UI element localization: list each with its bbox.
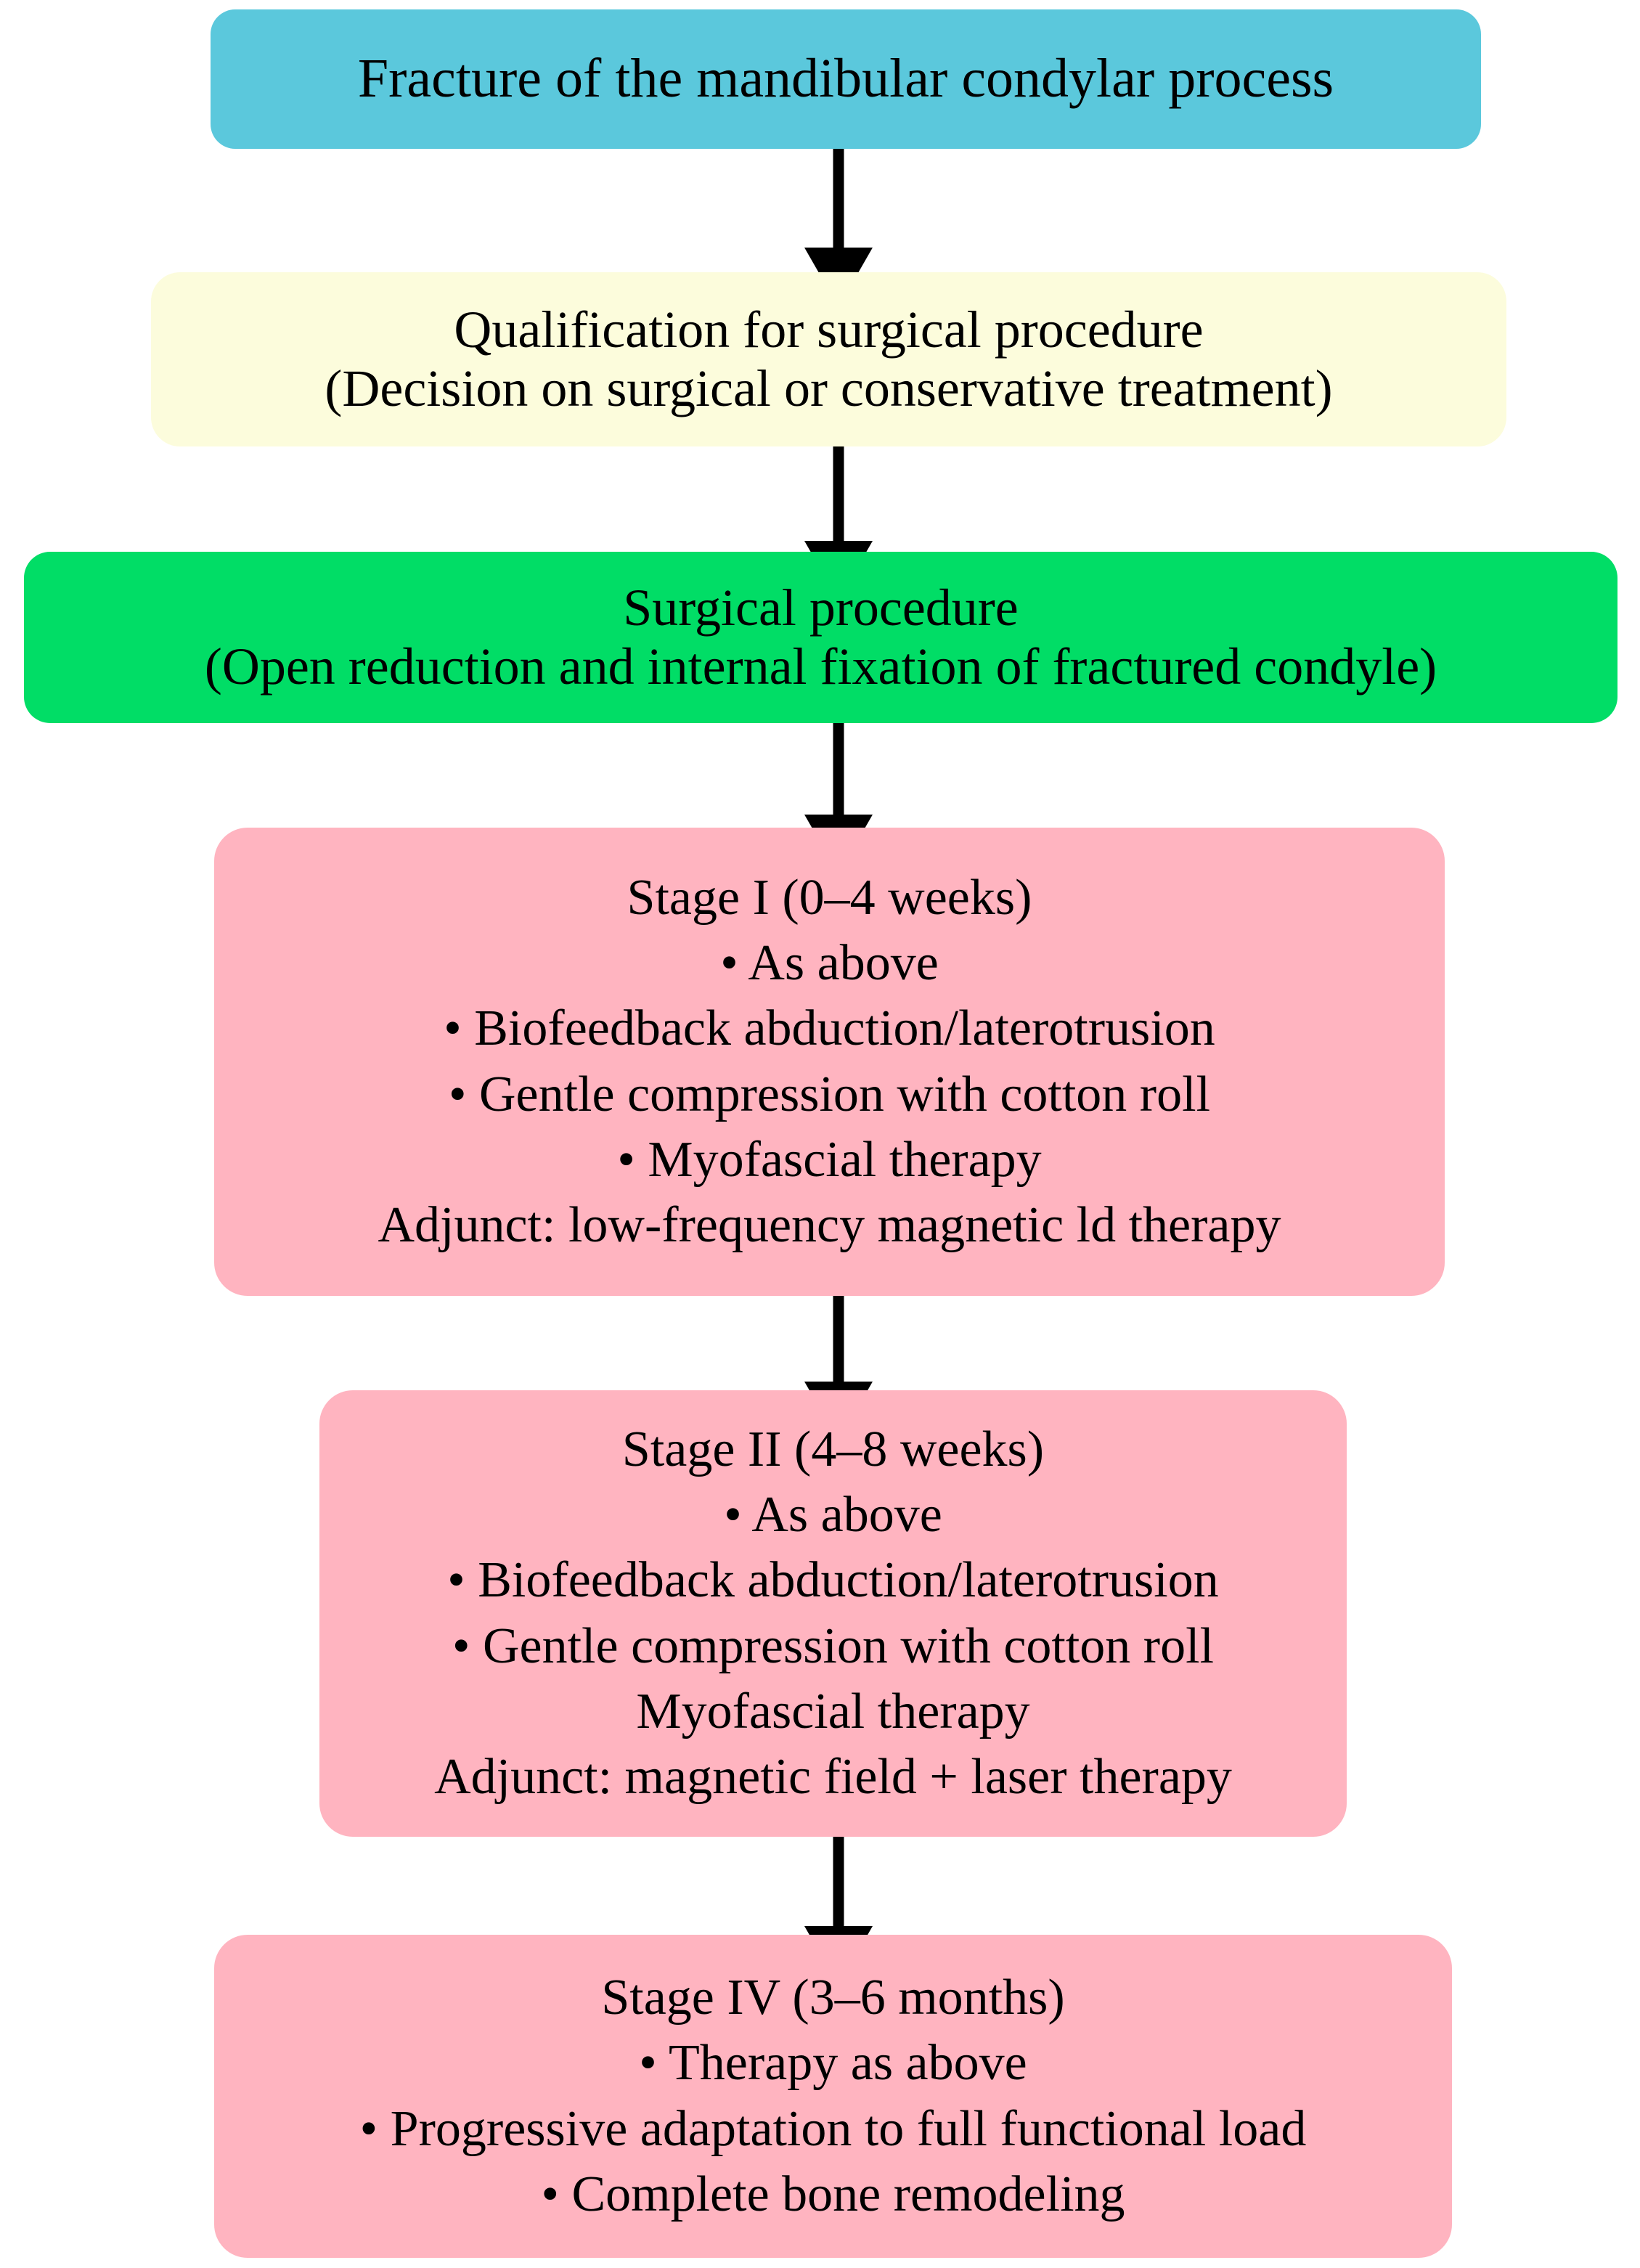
node-stage-1-line-3: • Biofeedback abduction/laterotrusion (444, 1000, 1215, 1057)
node-surgical-procedure: Surgical procedure (Open reduction and i… (24, 552, 1617, 723)
node-stage-4-line-2: • Therapy as above (639, 2035, 1027, 2092)
arrow-shaft (833, 723, 844, 825)
node-stage-4: Stage IV (3–6 months) • Therapy as above… (214, 1935, 1452, 2258)
node-stage-2-line-2: • As above (724, 1486, 942, 1543)
node-stage-2-line-6: Adjunct: magnetic field + laser therapy (434, 1749, 1232, 1806)
node-stage-2: Stage II (4–8 weeks) • As above • Biofee… (319, 1390, 1347, 1837)
node-diagnosis: Fracture of the mandibular condylar proc… (211, 9, 1481, 149)
arrow-shaft (833, 1837, 844, 1936)
node-stage-1-line-6: Adjunct: low-frequency magnetic ld thera… (378, 1197, 1281, 1254)
node-diagnosis-line-1: Fracture of the mandibular condylar proc… (357, 48, 1334, 110)
node-stage-2-line-4: • Gentle compression with cotton roll (452, 1618, 1215, 1674)
node-stage-4-line-4: • Complete bone remodeling (541, 2166, 1125, 2222)
node-stage-1-line-4: • Gentle compression with cotton roll (448, 1066, 1211, 1122)
arrow-shaft (833, 446, 844, 551)
node-surgery-line-2: (Open reduction and internal fixation of… (204, 637, 1437, 696)
node-qualification-line-2: (Decision on surgical or conservative tr… (325, 359, 1333, 417)
node-surgery-line-1: Surgical procedure (623, 579, 1019, 637)
node-stage-1-line-5: • Myofascial therapy (617, 1131, 1042, 1188)
node-stage-2-line-5: Myofascial therapy (636, 1683, 1030, 1739)
arrow-shaft (833, 149, 844, 258)
node-stage-2-title: Stage II (4–8 weeks) (621, 1421, 1045, 1477)
node-stage-4-line-3: • Progressive adaptation to full functio… (359, 2100, 1307, 2157)
node-stage-4-title: Stage IV (3–6 months) (601, 1969, 1065, 2026)
node-stage-1-line-2: • As above (720, 934, 939, 991)
node-stage-1: Stage I (0–4 weeks) • As above • Biofeed… (214, 828, 1445, 1296)
node-qualification-line-1: Qualification for surgical procedure (454, 301, 1204, 359)
node-stage-1-title: Stage I (0–4 weeks) (627, 869, 1032, 926)
node-qualification: Qualification for surgical procedure (De… (151, 272, 1506, 446)
arrow-shaft (833, 1296, 844, 1392)
node-stage-2-line-3: • Biofeedback abduction/laterotrusion (447, 1552, 1219, 1609)
